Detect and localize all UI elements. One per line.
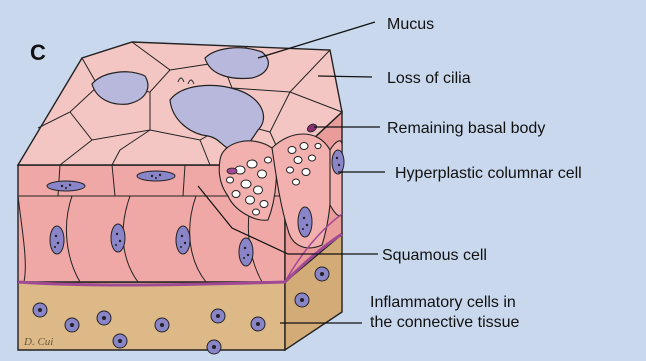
label-loss-of-cilia: Loss of cilia xyxy=(387,70,471,87)
signature: D. Cui xyxy=(23,336,53,348)
label-squamous-cell: Squamous cell xyxy=(382,247,487,264)
label-inflammatory-line1: Inflammatory cells in xyxy=(370,294,516,311)
label-mucus: Mucus xyxy=(387,16,434,33)
panel-letter: C xyxy=(30,40,46,65)
label-remaining-basal-body: Remaining basal body xyxy=(387,120,545,137)
label-hyperplastic-columnar-cell: Hyperplastic columnar cell xyxy=(395,165,582,182)
basal-body-small xyxy=(227,168,237,174)
label-inflammatory-line2: the connective tissue xyxy=(370,314,520,331)
